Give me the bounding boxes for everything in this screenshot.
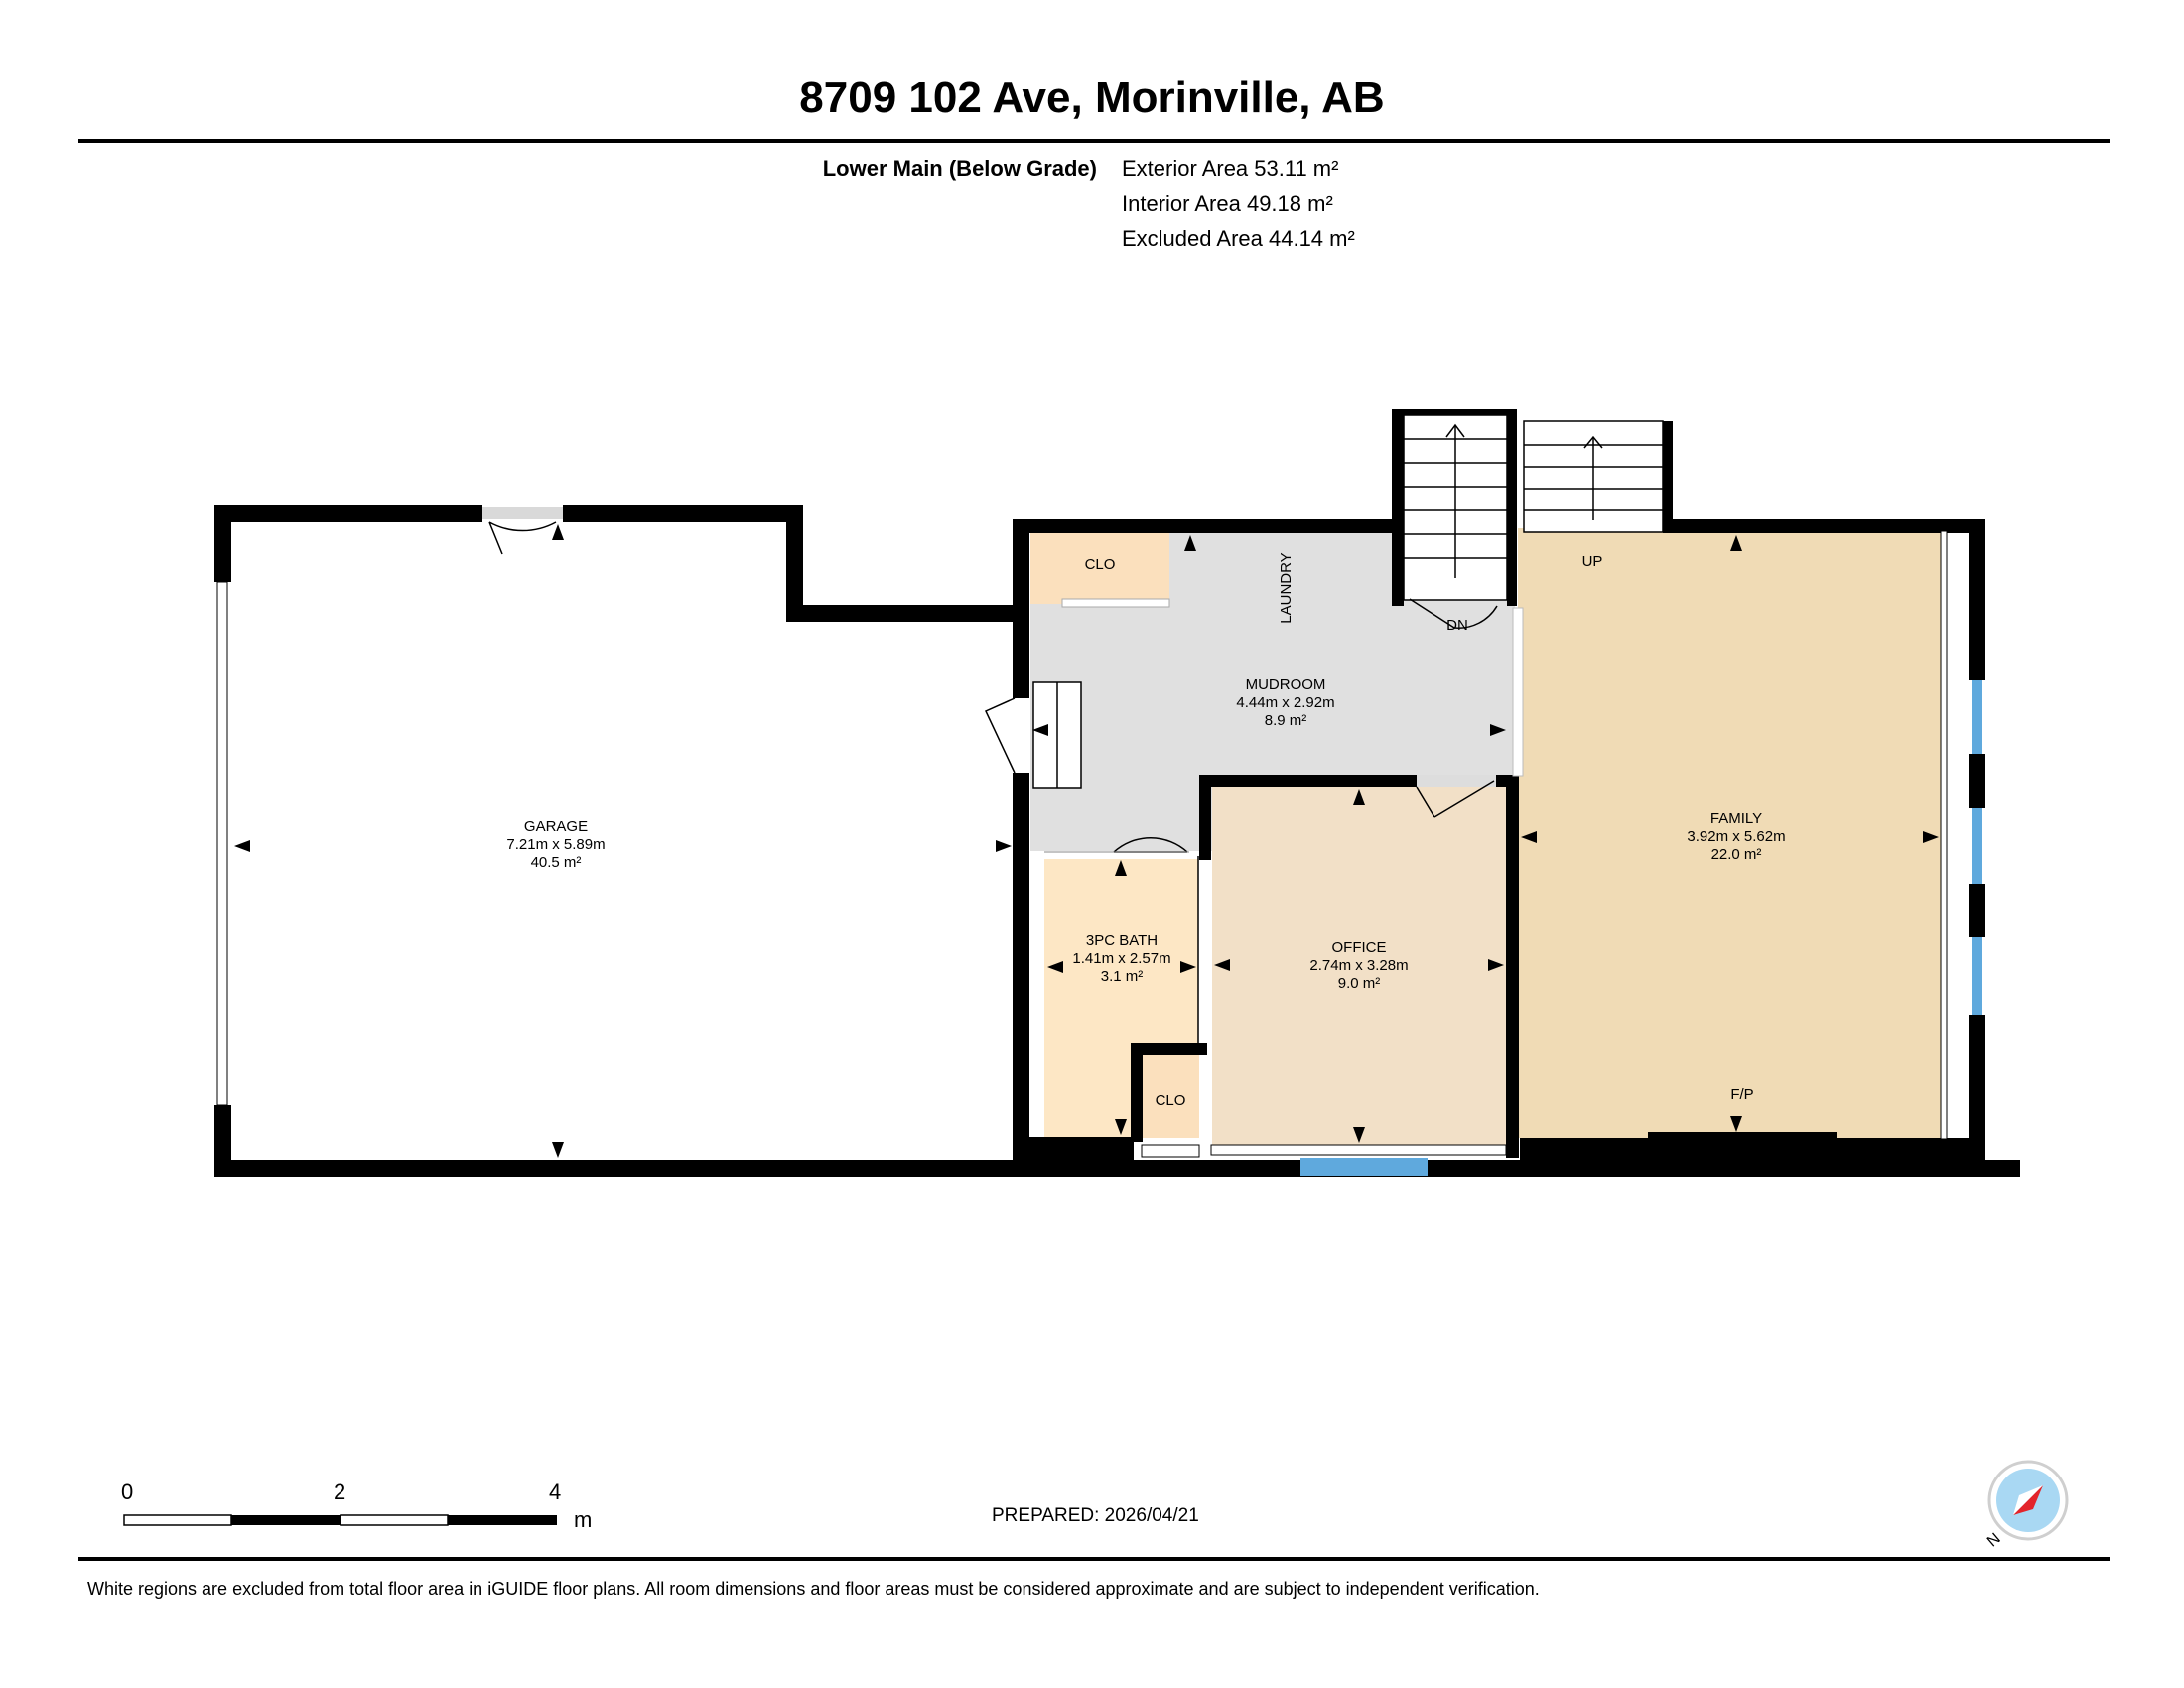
exterior-area: Exterior Area 53.11 m² bbox=[1122, 156, 1339, 181]
bath-door-swing bbox=[1113, 836, 1188, 853]
interior-area: Interior Area 49.18 m² bbox=[1122, 191, 1333, 215]
compass-north-label: N bbox=[1985, 1530, 2004, 1547]
closet-bottom-floor bbox=[1142, 1053, 1199, 1138]
header-divider bbox=[78, 139, 2110, 143]
dimension-arrows bbox=[234, 524, 1939, 1158]
family-wall-gap bbox=[1940, 530, 1948, 1140]
office-floor bbox=[1212, 785, 1509, 1146]
mudroom-exterior-door-swing bbox=[984, 697, 1016, 774]
family-name: FAMILY bbox=[1710, 810, 1762, 827]
closet-top-label: CLO bbox=[1085, 556, 1116, 573]
scale-unit: m bbox=[574, 1507, 593, 1532]
windows bbox=[1300, 680, 1982, 1176]
house-walls bbox=[1013, 409, 1985, 1177]
garage-door-swing bbox=[488, 521, 557, 555]
stairs-up-label: UP bbox=[1582, 553, 1603, 570]
garage-name: GARAGE bbox=[524, 818, 588, 835]
scale-bar bbox=[123, 1514, 557, 1526]
stair-door-swing bbox=[1409, 598, 1498, 629]
mudroom-name: MUDROOM bbox=[1246, 676, 1326, 693]
closet-bottom-label: CLO bbox=[1156, 1092, 1186, 1109]
page-title: 8709 102 Ave, Morinville, AB bbox=[799, 73, 1385, 122]
mudroom-dims: 4.44m x 2.92m bbox=[1236, 694, 1334, 711]
prepared-date: PREPARED: 2026/04/21 bbox=[992, 1505, 1199, 1526]
stairs-down-label: DN bbox=[1446, 617, 1468, 633]
scale-label-2: 2 bbox=[334, 1479, 346, 1504]
bath-dims: 1.41m x 2.57m bbox=[1072, 950, 1170, 967]
stairs-up bbox=[1523, 420, 1664, 533]
scale-label-0: 0 bbox=[121, 1479, 134, 1504]
closet-wall-gap bbox=[1141, 1144, 1200, 1158]
fireplace-label: F/P bbox=[1730, 1086, 1753, 1103]
office-wall-gap bbox=[1210, 1144, 1507, 1156]
office-dims: 2.74m x 3.28m bbox=[1309, 957, 1408, 974]
office-area: 9.0 m² bbox=[1338, 975, 1381, 992]
excluded-area: Excluded Area 44.14 m² bbox=[1122, 226, 1355, 251]
garage-dims: 7.21m x 5.89m bbox=[506, 836, 605, 853]
garage-side-door bbox=[482, 507, 563, 519]
family-opening bbox=[1512, 607, 1524, 777]
stairs-down bbox=[1403, 414, 1508, 601]
bath-name: 3PC BATH bbox=[1086, 932, 1158, 949]
laundry-label: LAUNDRY bbox=[1278, 552, 1295, 623]
scale-label-4: 4 bbox=[549, 1479, 562, 1504]
garage-area: 40.5 m² bbox=[531, 854, 582, 871]
disclaimer-text: White regions are excluded from total fl… bbox=[87, 1579, 1540, 1599]
footer-divider bbox=[78, 1557, 2110, 1561]
family-dims: 3.92m x 5.62m bbox=[1687, 828, 1785, 845]
family-floor bbox=[1518, 528, 1945, 1138]
office-name: OFFICE bbox=[1332, 939, 1387, 956]
mudroom-area: 8.9 m² bbox=[1265, 712, 1307, 729]
bath-area: 3.1 m² bbox=[1101, 968, 1144, 985]
compass-icon: N bbox=[1985, 1460, 2069, 1547]
garage-door-opening bbox=[216, 581, 228, 1106]
office-door-swing bbox=[1416, 780, 1495, 818]
family-area: 22.0 m² bbox=[1711, 846, 1762, 863]
closet-top-floor bbox=[1030, 528, 1169, 604]
closet-top-door bbox=[1061, 598, 1170, 608]
office-door bbox=[1417, 775, 1496, 787]
floor-name: Lower Main (Below Grade) bbox=[822, 156, 1097, 181]
